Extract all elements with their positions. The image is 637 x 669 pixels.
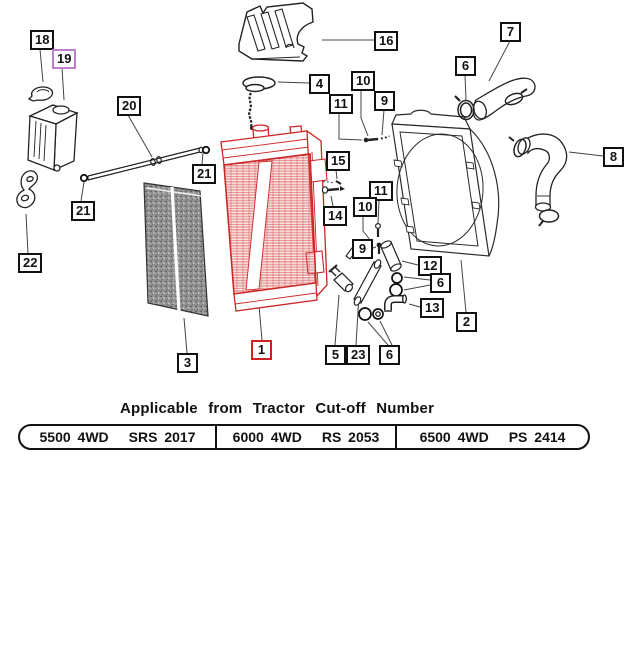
callout-4[interactable]: 4	[309, 74, 330, 94]
callout-7[interactable]: 7	[500, 22, 521, 42]
upper-shroud-drawing	[238, 2, 314, 62]
callout-11-upper[interactable]: 11	[329, 94, 353, 114]
screen-panel-drawing	[143, 182, 209, 317]
callout-3[interactable]: 3	[177, 353, 198, 373]
callout-10-lower[interactable]: 10	[353, 197, 378, 217]
callout-1[interactable]: 1	[251, 340, 272, 360]
callout-13[interactable]: 13	[420, 298, 445, 318]
hose-clamp-top-drawing	[454, 95, 475, 121]
callout-9-lower[interactable]: 9	[352, 239, 373, 259]
cutoff-table: 5500 4WD SRS 2017 6000 4WD RS 2053 6500 …	[18, 424, 590, 450]
drain-cock-drawing	[328, 264, 354, 293]
callout-21-upper[interactable]: 21	[192, 164, 217, 184]
callout-11-lower[interactable]: 11	[369, 181, 393, 201]
overflow-rod-drawing	[87, 146, 204, 181]
callout-6-top[interactable]: 6	[455, 56, 476, 76]
cutoff-cell-6500: 6500 4WD PS 2414	[395, 426, 588, 448]
callout-8[interactable]: 8	[603, 147, 624, 167]
expansion-tank-drawing	[27, 104, 79, 172]
cutoff-title: Applicable from Tractor Cut-off Number	[120, 400, 435, 417]
model-5500: 5500 4WD	[39, 429, 109, 445]
callout-21-lower[interactable]: 21	[71, 201, 96, 221]
o-rings-bottom-drawing	[358, 307, 384, 321]
drain-tube-drawing	[353, 259, 382, 306]
callout-18[interactable]: 18	[30, 30, 55, 50]
callout-10-upper[interactable]: 10	[351, 71, 376, 91]
callout-20[interactable]: 20	[117, 96, 142, 116]
callout-9-upper[interactable]: 9	[374, 91, 395, 111]
elbow-hose-drawing	[384, 294, 407, 312]
callout-2[interactable]: 2	[456, 312, 477, 332]
o-rings-mid-drawing	[389, 272, 403, 297]
radiator-cap-drawing	[242, 76, 276, 130]
upper-hose-drawing	[472, 77, 536, 121]
callout-15[interactable]: 15	[326, 151, 351, 171]
leader-lines	[25, 39, 604, 354]
connector-tube-drawing	[380, 240, 402, 272]
radiator-drawing	[220, 124, 328, 312]
callout-22[interactable]: 22	[18, 253, 43, 273]
code-ps-2414: PS 2414	[508, 429, 566, 445]
model-6500: 6500 4WD	[419, 429, 489, 445]
mount-bracket-drawing	[16, 170, 38, 209]
callout-5[interactable]: 5	[325, 345, 346, 365]
fan-shroud-drawing	[391, 109, 500, 257]
callout-6-bottom[interactable]: 6	[379, 345, 400, 365]
callout-6-mid[interactable]: 6	[430, 273, 451, 293]
reservoir-cap-drawing	[27, 86, 54, 102]
callout-14[interactable]: 14	[323, 206, 348, 226]
callout-12[interactable]: 12	[418, 256, 443, 276]
callout-16[interactable]: 16	[374, 31, 399, 51]
model-6000: 6000 4WD	[232, 429, 302, 445]
grommet-rings-drawing	[79, 145, 211, 183]
cutoff-cell-5500: 5500 4WD SRS 2017	[20, 426, 215, 448]
callout-23[interactable]: 23	[346, 345, 371, 365]
cutoff-cell-6000: 6000 4WD RS 2053	[215, 426, 395, 448]
code-rs-2053: RS 2053	[321, 429, 380, 445]
code-srs-2017: SRS 2017	[128, 429, 196, 445]
lower-hose-drawing	[508, 133, 568, 227]
callout-19[interactable]: 19	[52, 49, 77, 69]
